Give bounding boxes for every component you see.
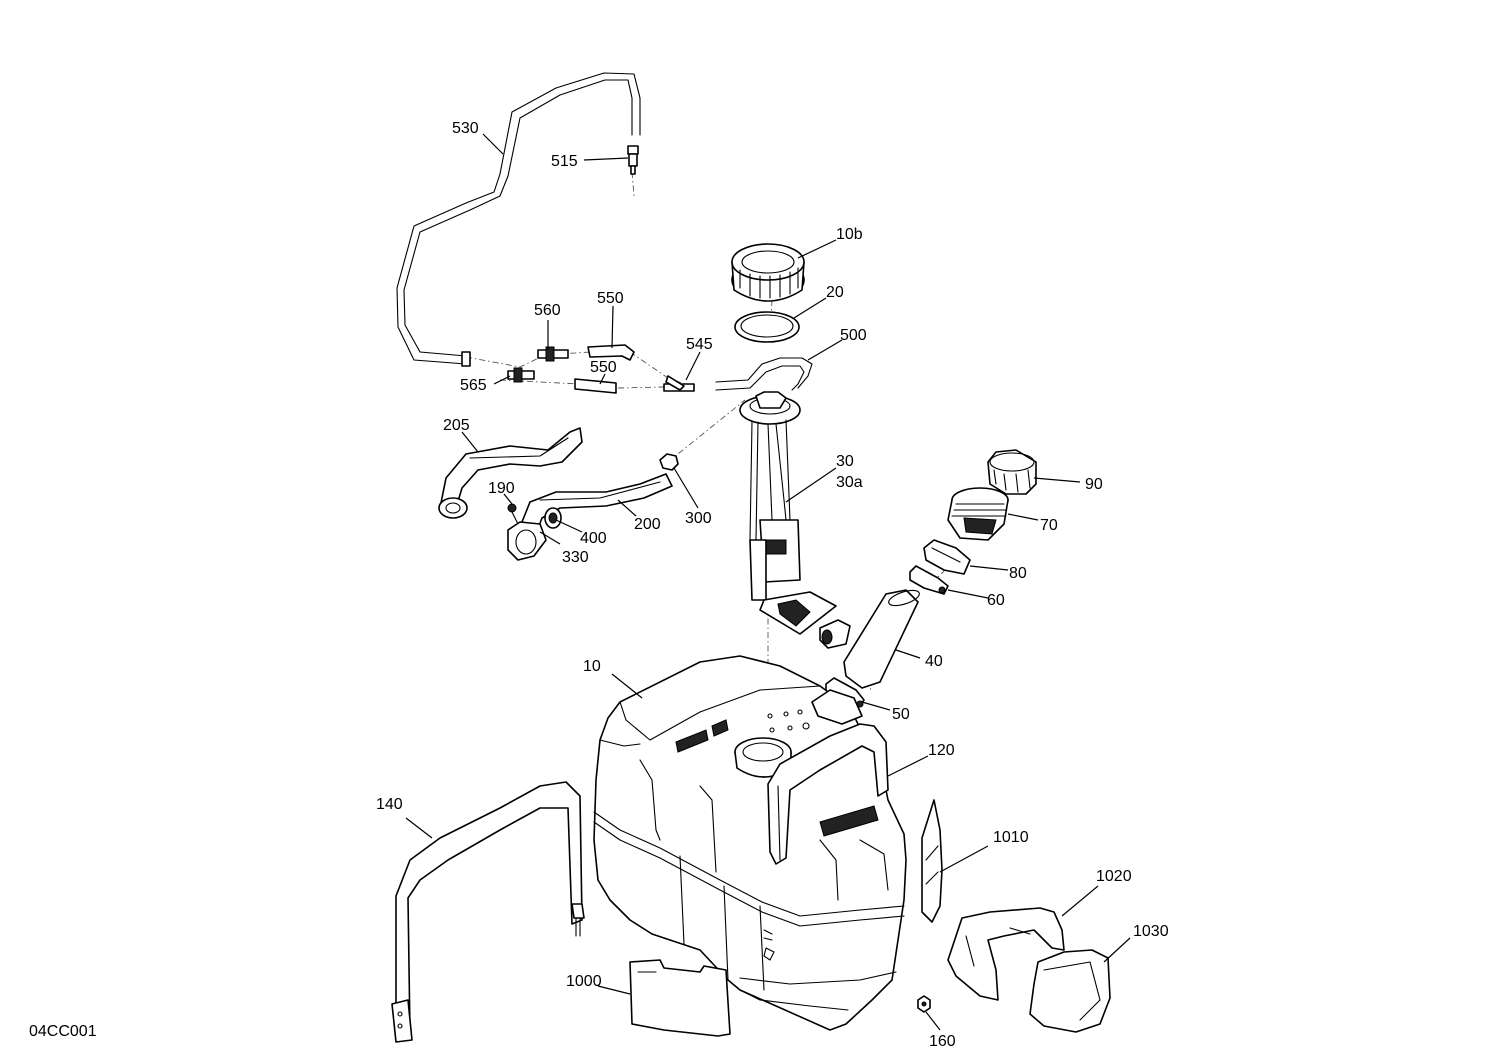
callout-1010: 1010: [993, 829, 1029, 846]
callout-200: 200: [634, 516, 661, 533]
callout-1020: 1020: [1096, 868, 1132, 885]
callout-30a: 30a: [836, 474, 863, 491]
callout-160: 160: [929, 1033, 956, 1050]
part-20-gasket[interactable]: [734, 311, 800, 343]
callout-500: 500: [840, 327, 867, 344]
part-515-check-valve[interactable]: [627, 145, 639, 175]
callout-10: 10: [583, 658, 601, 675]
part-1000-panel[interactable]: [629, 959, 731, 1037]
callout-80: 80: [1009, 565, 1027, 582]
callout-560: 560: [534, 302, 561, 319]
part-545-tee-fitting[interactable]: [663, 375, 695, 392]
callout-140: 140: [376, 796, 403, 813]
part-550-hose-lower[interactable]: [574, 378, 617, 394]
callout-545: 545: [686, 336, 713, 353]
part-30-fuel-pump-module[interactable]: [739, 391, 851, 649]
callout-50: 50: [892, 706, 910, 723]
callout-40: 40: [925, 653, 943, 670]
part-40-filler-hose[interactable]: [843, 587, 921, 689]
part-200-hose[interactable]: [521, 473, 673, 535]
part-140-strap[interactable]: [391, 781, 585, 1043]
part-330-clamp[interactable]: [507, 521, 547, 561]
part-560-connector[interactable]: [537, 346, 569, 362]
callout-205: 205: [443, 417, 470, 434]
callout-30: 30: [836, 453, 854, 470]
callout-120: 120: [928, 742, 955, 759]
part-400-clamp[interactable]: [544, 507, 562, 529]
callout-550-lower: 550: [590, 359, 617, 376]
part-530-vent-hose[interactable]: [396, 72, 641, 367]
callout-400: 400: [580, 530, 607, 547]
part-60-clamp[interactable]: [909, 565, 949, 595]
part-160-nut[interactable]: [917, 995, 931, 1013]
part-90-fuel-cap[interactable]: [987, 449, 1037, 495]
callout-565: 565: [460, 377, 487, 394]
callout-330: 330: [562, 549, 589, 566]
callout-190: 190: [488, 480, 515, 497]
part-550-hose-upper[interactable]: [587, 344, 635, 361]
part-1020-shield[interactable]: [947, 907, 1065, 1001]
part-190-clamp-screw[interactable]: [507, 503, 519, 525]
part-70-filler-neck[interactable]: [947, 487, 1009, 541]
callout-labels: 530 515 10b 20 560 550 545 500 565 550 2…: [376, 120, 1169, 1050]
callout-530: 530: [452, 120, 479, 137]
callout-1030: 1030: [1133, 923, 1169, 940]
callout-70: 70: [1040, 517, 1058, 534]
part-1010-heat-shield[interactable]: [921, 799, 943, 923]
callout-60: 60: [987, 592, 1005, 609]
part-565-connector[interactable]: [507, 367, 535, 383]
callout-leader-lines: [405, 133, 1131, 1031]
part-10b-locking-ring[interactable]: [731, 243, 805, 302]
part-205-hose[interactable]: [438, 427, 583, 519]
callout-10b: 10b: [836, 226, 863, 243]
callout-300: 300: [685, 510, 712, 527]
diagram-reference-code: 04CC001: [29, 1023, 97, 1040]
callout-90: 90: [1085, 476, 1103, 493]
part-300-nut[interactable]: [659, 453, 679, 471]
part-120-top-strap[interactable]: [767, 723, 889, 865]
part-1030-cover[interactable]: [1029, 949, 1111, 1033]
callout-1000: 1000: [566, 973, 602, 990]
part-80-ring[interactable]: [923, 539, 971, 575]
callout-20: 20: [826, 284, 844, 301]
assembly-guide-lines: [465, 171, 1001, 691]
callout-550-upper: 550: [597, 290, 624, 307]
part-500-fuel-line[interactable]: [715, 357, 813, 391]
callout-515: 515: [551, 153, 578, 170]
